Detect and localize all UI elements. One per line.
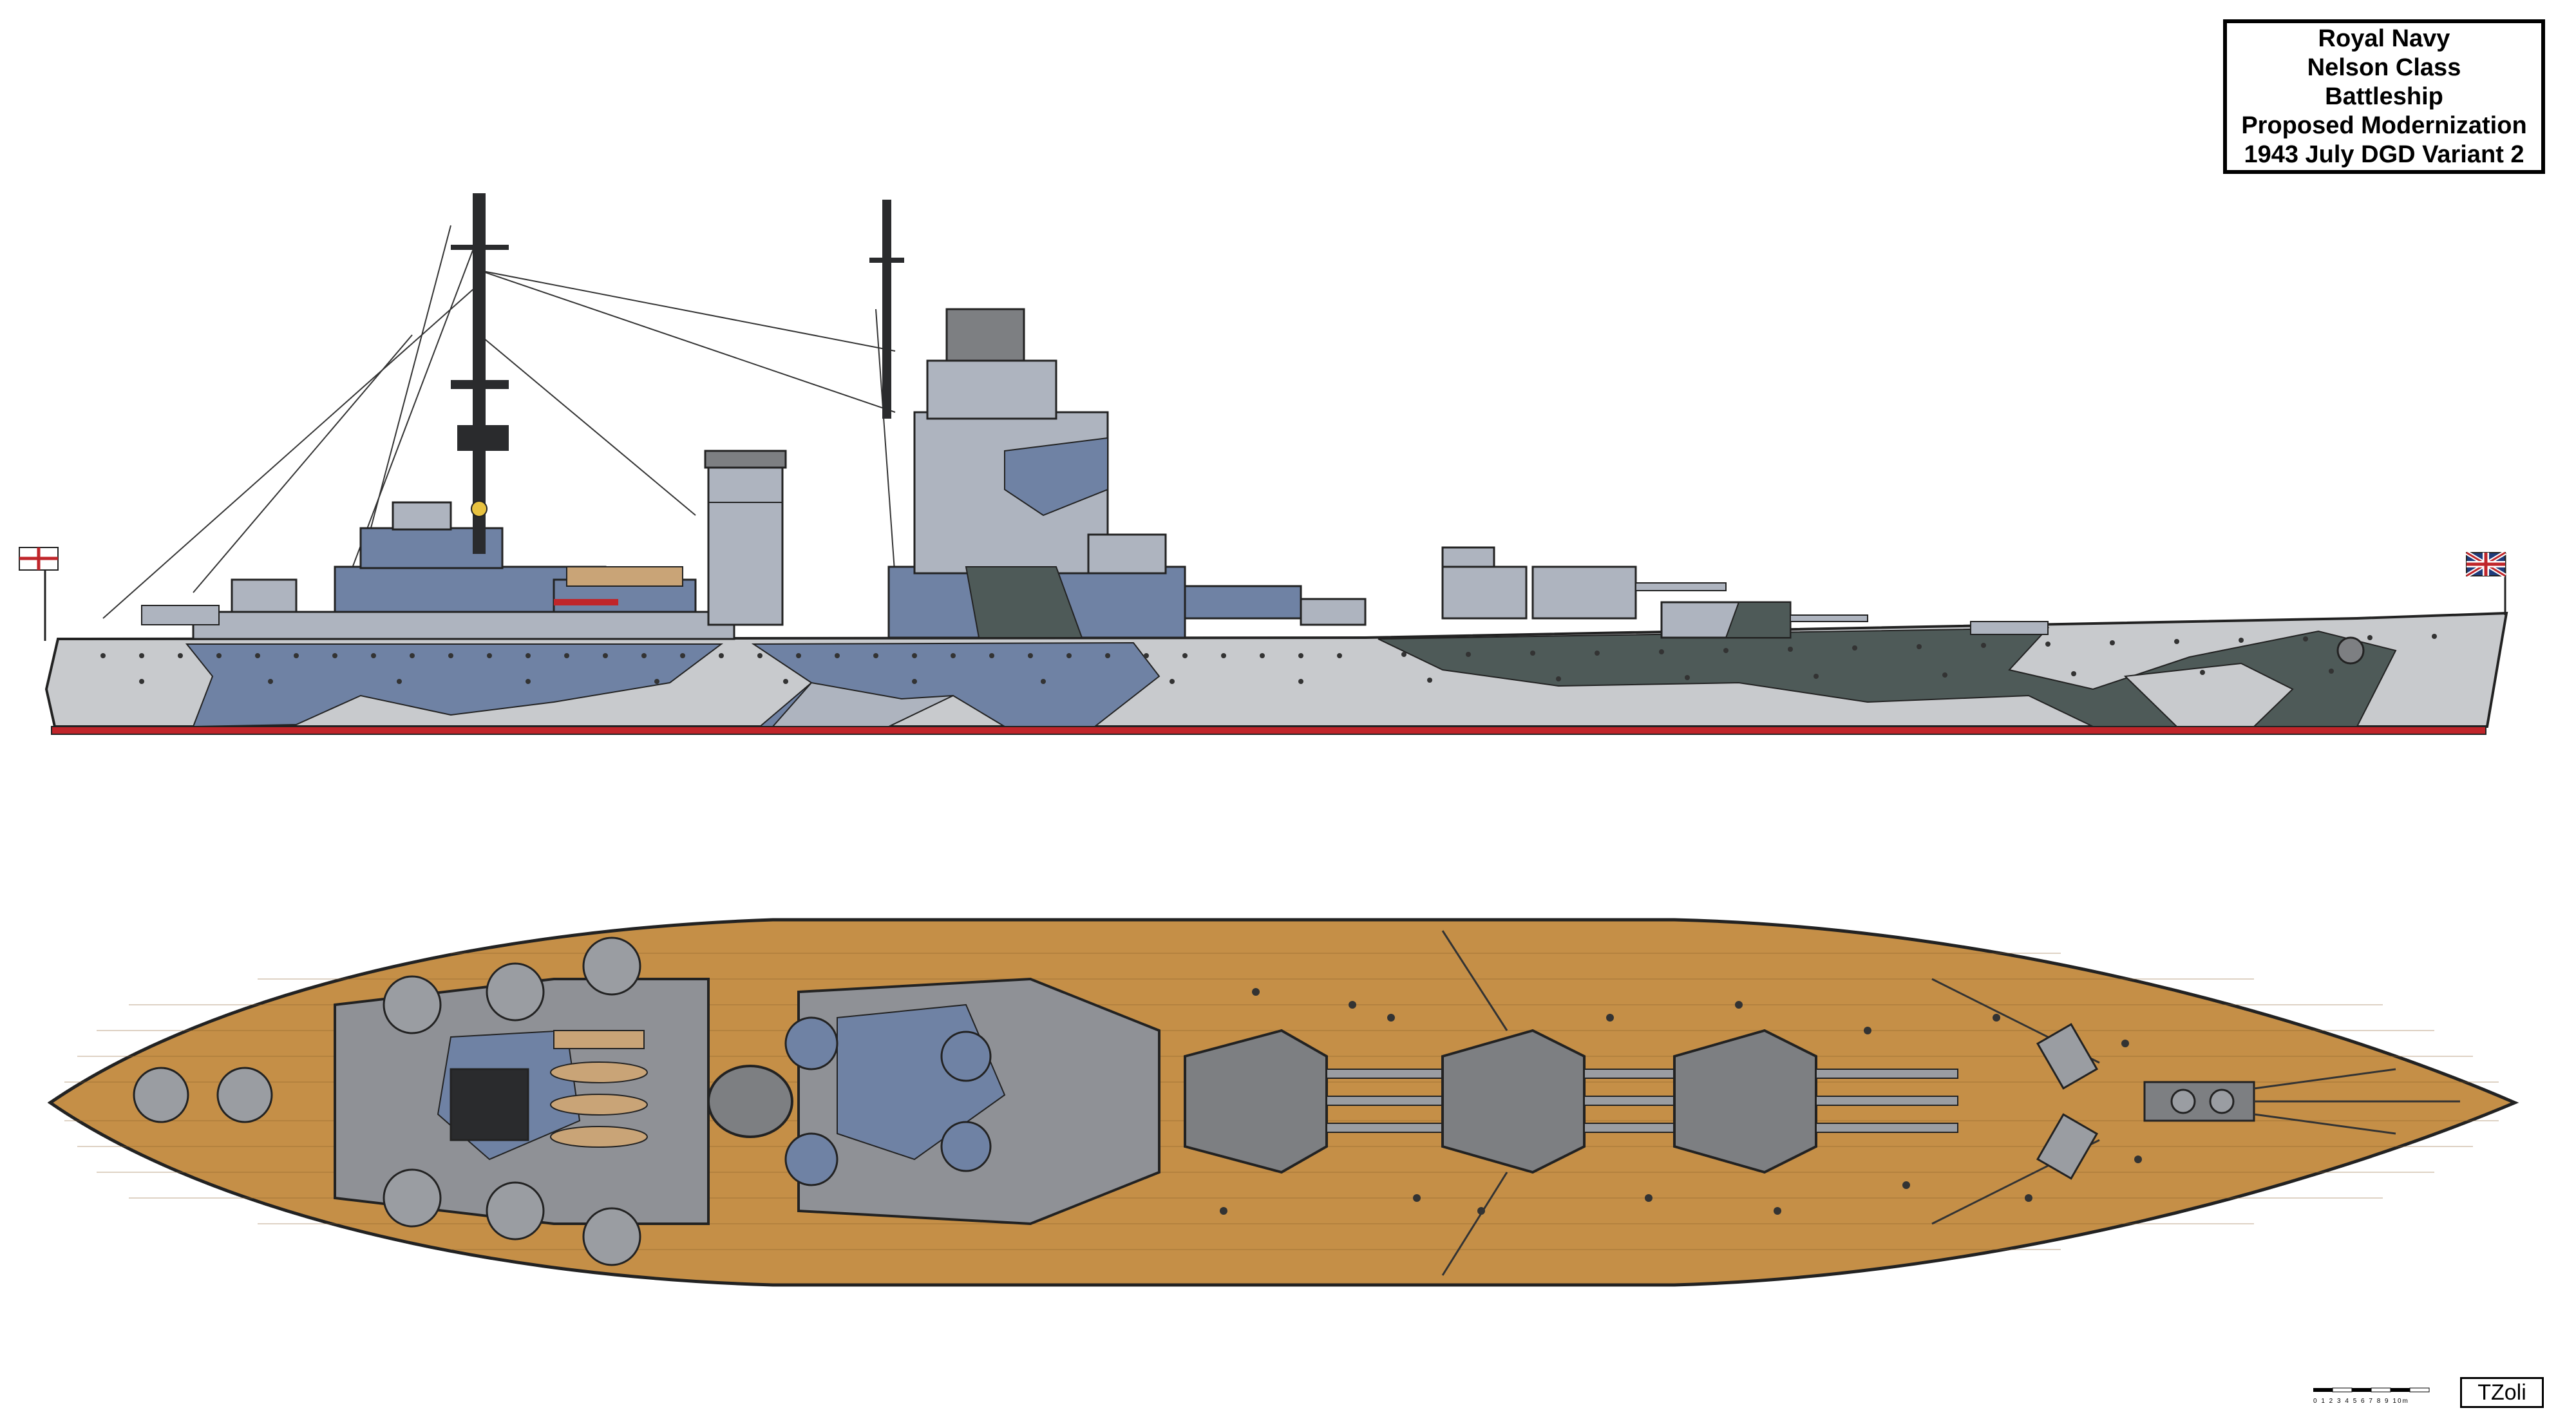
bow-hatch-2 bbox=[2036, 1113, 2099, 1180]
title-line-variant: 1943 July DGD Variant 2 bbox=[2244, 140, 2524, 168]
mast-lamp bbox=[471, 500, 488, 517]
mid-aa-plan bbox=[784, 1016, 992, 1186]
bow-fitting bbox=[1970, 621, 2049, 635]
aft-dark-block bbox=[450, 1068, 529, 1141]
mast-platform-2 bbox=[457, 425, 509, 451]
foremast bbox=[882, 200, 891, 419]
foremast-spreader bbox=[869, 258, 904, 263]
turret-x-top bbox=[1441, 546, 1495, 568]
camo-dark-bow bbox=[2123, 662, 2294, 727]
portholes bbox=[100, 634, 2437, 684]
aft-aa-mounts bbox=[133, 937, 641, 1266]
title-line-type: Battleship bbox=[2325, 82, 2443, 110]
capstan-1 bbox=[2170, 1089, 2196, 1114]
bridge-camo-dark bbox=[965, 566, 1083, 638]
forward-director bbox=[1087, 533, 1167, 575]
aft-aa-mount bbox=[231, 578, 298, 613]
rigging bbox=[102, 225, 896, 619]
director-top bbox=[945, 308, 1025, 362]
bridge-camo bbox=[1004, 437, 1108, 517]
mid-aa-1 bbox=[1184, 585, 1302, 620]
bridge-tower-upper bbox=[926, 359, 1057, 420]
deck-plan bbox=[47, 918, 2519, 1287]
boats-plan bbox=[550, 1030, 648, 1148]
turret-x-plan bbox=[1184, 1029, 1456, 1174]
anchor-chain-stbd bbox=[2253, 1113, 2396, 1135]
white-ensign-icon bbox=[19, 547, 59, 641]
title-line-class: Nelson Class bbox=[2307, 53, 2461, 81]
main-mast bbox=[473, 193, 486, 554]
boot-topping bbox=[51, 726, 2486, 735]
aft-deckhouse-low bbox=[192, 611, 735, 640]
title-block: Royal Navy Nelson Class Battleship Propo… bbox=[2223, 19, 2545, 174]
capstan-block bbox=[2143, 1081, 2255, 1122]
boat bbox=[566, 566, 683, 587]
capstan-2 bbox=[2209, 1089, 2235, 1114]
scale-bar-labels: 0 1 2 3 4 5 6 7 8 9 10m bbox=[2313, 1398, 2409, 1405]
camo-blue-aft bbox=[185, 643, 723, 728]
mast-platform-1 bbox=[451, 380, 509, 389]
turret-a-plan bbox=[1673, 1029, 1958, 1174]
red-accent-aft bbox=[554, 599, 618, 605]
turret-a-camo bbox=[1725, 602, 1791, 638]
camo-pale-mid bbox=[771, 681, 954, 727]
funnel bbox=[707, 462, 784, 626]
turret-b-side bbox=[1531, 566, 1637, 620]
mid-aa-2 bbox=[1300, 598, 1367, 626]
scale-bar bbox=[2313, 1387, 2430, 1393]
turret-a-guns bbox=[1790, 614, 1868, 622]
anchor-hawse bbox=[2336, 636, 2365, 665]
aft-director bbox=[392, 501, 452, 531]
bow-hatch bbox=[2036, 1023, 2099, 1090]
side-profile bbox=[19, 193, 2508, 735]
funnel-cap bbox=[704, 450, 787, 469]
anchor-chain-port bbox=[2253, 1068, 2396, 1090]
title-line-subject: Proposed Modernization bbox=[2241, 111, 2527, 139]
quarterdeck-aa bbox=[141, 605, 220, 625]
funnel-plan bbox=[707, 1065, 793, 1138]
main-mast-top bbox=[477, 193, 482, 219]
turret-b-guns bbox=[1635, 582, 1727, 591]
main-mast-yard bbox=[451, 245, 509, 250]
artist-signature: TZoli bbox=[2460, 1377, 2544, 1408]
title-line-navy: Royal Navy bbox=[2318, 24, 2450, 52]
union-jack-icon bbox=[2465, 550, 2506, 615]
deck-fittings bbox=[1220, 988, 2142, 1215]
turret-x-side bbox=[1441, 566, 1528, 620]
